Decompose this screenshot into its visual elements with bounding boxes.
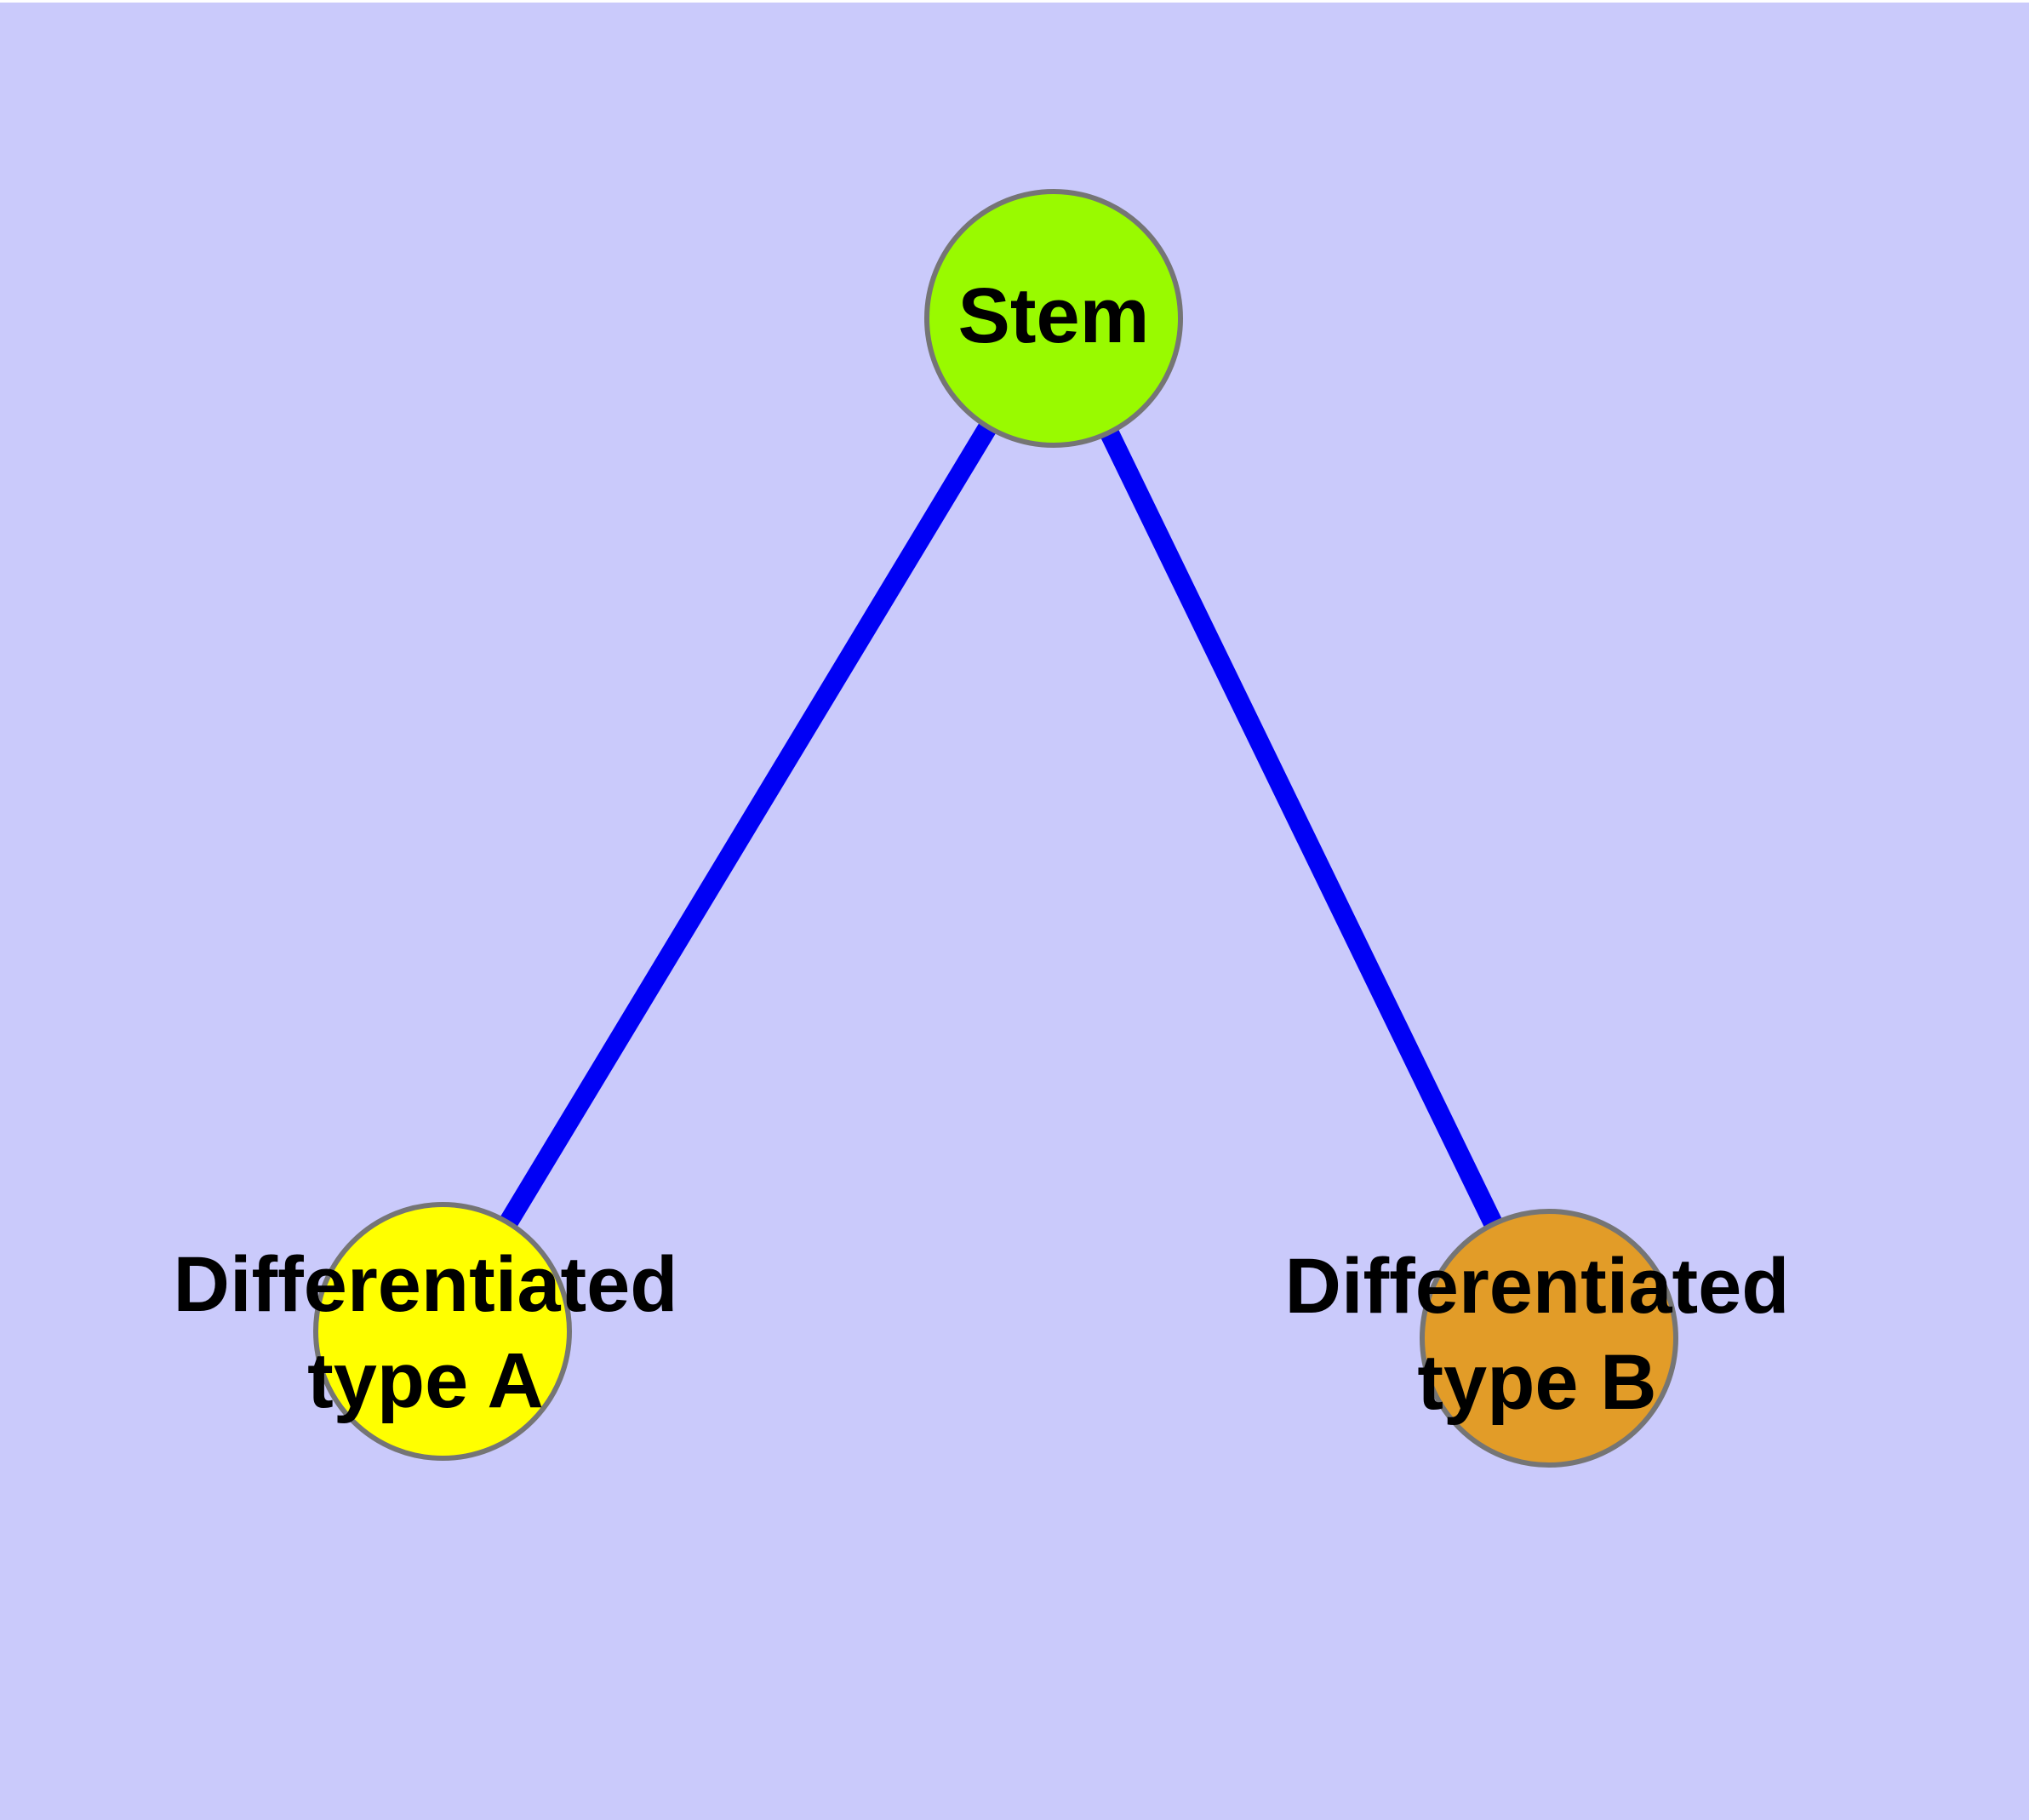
node-stem-label: Stem [958,268,1150,364]
node-stem-label-line: Stem [957,272,1150,359]
node-stem-circle [924,189,1183,448]
node-type-b-label-line2: type B [1417,1339,1657,1426]
node-type-a-label-line1: Differentiated [173,1241,678,1328]
node-type-b-circle [1420,1209,1678,1468]
edge-stem-to-type-b [1044,313,1558,1343]
node-type-a-circle [313,1202,572,1461]
edge-stem-to-type-a [434,313,1062,1336]
node-type-b-label-line1: Differentiated [1284,1243,1790,1330]
node-type-a-label-line2: type A [307,1337,544,1424]
node-type-a-label: Differentiated type A [174,1237,678,1429]
node-type-b-label: Differentiated type B [1285,1239,1790,1431]
